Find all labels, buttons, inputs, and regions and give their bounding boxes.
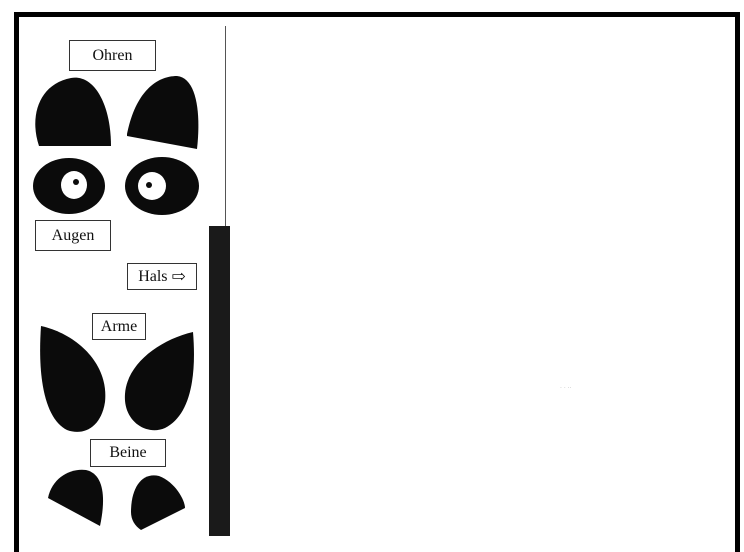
- label-augen: Augen: [35, 220, 111, 251]
- label-beine: Beine: [90, 439, 166, 467]
- arm-left-piece[interactable]: [37, 324, 109, 434]
- arm-right-piece[interactable]: [123, 330, 197, 434]
- leg-right-piece[interactable]: [129, 472, 187, 530]
- divider-line: [225, 26, 226, 226]
- eye-right-piece[interactable]: [124, 156, 200, 216]
- arrow-right-icon: ⇨: [172, 268, 186, 285]
- label-hals: Hals ⇨: [127, 263, 197, 290]
- label-ohren-text: Ohren: [93, 48, 133, 64]
- label-beine-text: Beine: [109, 445, 146, 461]
- label-hals-text: Hals: [138, 269, 167, 285]
- ear-left-piece[interactable]: [33, 76, 113, 148]
- label-ohren: Ohren: [69, 40, 156, 71]
- assembly-area[interactable]: [232, 17, 735, 536]
- eye-left-piece[interactable]: [32, 157, 106, 215]
- leg-left-piece[interactable]: [46, 468, 106, 528]
- divider-bar: [209, 226, 230, 536]
- ear-right-piece[interactable]: [125, 74, 201, 149]
- label-augen-text: Augen: [52, 228, 95, 244]
- faint-mark: · · ··: [560, 385, 590, 391]
